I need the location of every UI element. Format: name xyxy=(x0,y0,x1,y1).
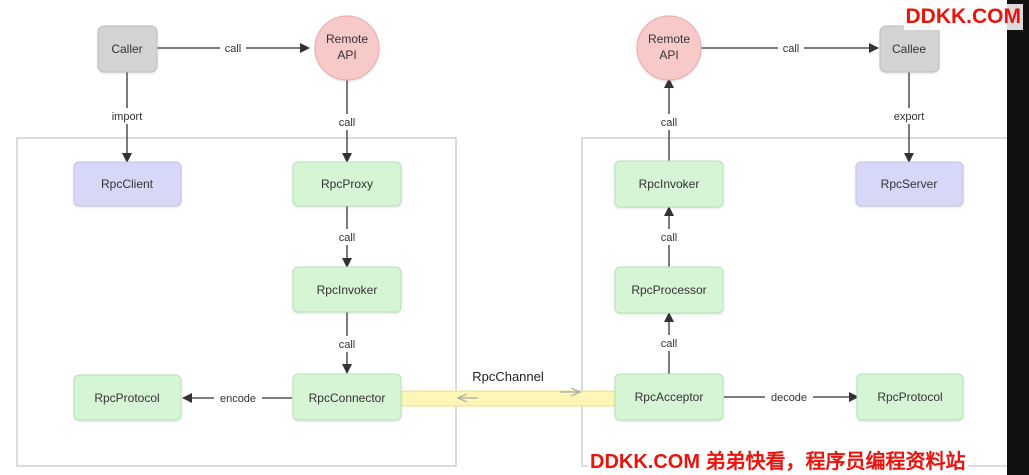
svg-text:RpcServer: RpcServer xyxy=(881,177,938,191)
edge-label-invoker-connector: call xyxy=(339,339,356,351)
svg-text:Remote: Remote xyxy=(326,32,368,46)
edge-label-connector-protocol: encode xyxy=(220,393,256,405)
rpc-channel-label: RpcChannel xyxy=(472,369,544,384)
svg-text:RpcInvoker: RpcInvoker xyxy=(317,283,378,297)
svg-text:Remote: Remote xyxy=(648,32,690,46)
svg-text:Callee: Callee xyxy=(892,42,926,56)
svg-text:API: API xyxy=(337,48,356,62)
edge-label-callee-server: export xyxy=(894,111,925,123)
edge-label-acceptor-processor: call xyxy=(661,338,678,350)
node-rpc-connector: RpcConnector xyxy=(292,373,402,421)
svg-text:RpcAcceptor: RpcAcceptor xyxy=(635,390,704,404)
node-rpc-processor: RpcProcessor xyxy=(614,266,724,314)
node-rpc-proxy: RpcProxy xyxy=(292,161,402,207)
node-rpc-protocol-right: RpcProtocol xyxy=(856,373,964,421)
svg-text:RpcProcessor: RpcProcessor xyxy=(631,283,706,297)
node-rpc-acceptor: RpcAcceptor xyxy=(614,373,724,421)
svg-text:RpcClient: RpcClient xyxy=(101,177,154,191)
node-rpc-protocol-left: RpcProtocol xyxy=(73,374,182,421)
svg-text:RpcConnector: RpcConnector xyxy=(309,391,386,405)
dark-side-strip xyxy=(1007,0,1029,475)
node-caller: Caller xyxy=(97,25,158,73)
node-remote-api-right: Remote API xyxy=(636,15,702,81)
edge-label-caller-client: import xyxy=(112,111,143,123)
edge-label-remote-proxy: call xyxy=(339,117,356,129)
watermark-top: DDKK.COM xyxy=(903,4,1023,30)
node-remote-api-left: Remote API xyxy=(314,15,380,81)
svg-text:Caller: Caller xyxy=(111,42,142,56)
svg-text:RpcProxy: RpcProxy xyxy=(321,177,373,191)
client-container xyxy=(16,137,457,467)
svg-text:RpcProtocol: RpcProtocol xyxy=(877,390,942,404)
edge-label-proxy-invoker: call xyxy=(339,232,356,244)
node-rpc-invoker-left: RpcInvoker xyxy=(292,266,402,313)
edge-label-caller-remote: call xyxy=(225,43,242,55)
svg-text:RpcInvoker: RpcInvoker xyxy=(639,177,700,191)
edge-label-processor-invoker: call xyxy=(661,232,678,244)
svg-text:RpcProtocol: RpcProtocol xyxy=(94,391,159,405)
node-rpc-client: RpcClient xyxy=(73,161,182,207)
edge-label-remote-callee: call xyxy=(783,43,800,55)
watermark-bottom: DDKK.COM 弟弟快看，程序员编程资料站 xyxy=(588,449,968,475)
node-callee: Callee xyxy=(879,25,940,73)
svg-text:API: API xyxy=(659,48,678,62)
rpc-channel-band xyxy=(397,390,617,407)
node-rpc-invoker-right: RpcInvoker xyxy=(614,160,724,208)
edge-label-invoker-remote: call xyxy=(661,117,678,129)
edge-label-acceptor-protocol: decode xyxy=(771,392,807,404)
node-rpc-server: RpcServer xyxy=(855,161,964,207)
